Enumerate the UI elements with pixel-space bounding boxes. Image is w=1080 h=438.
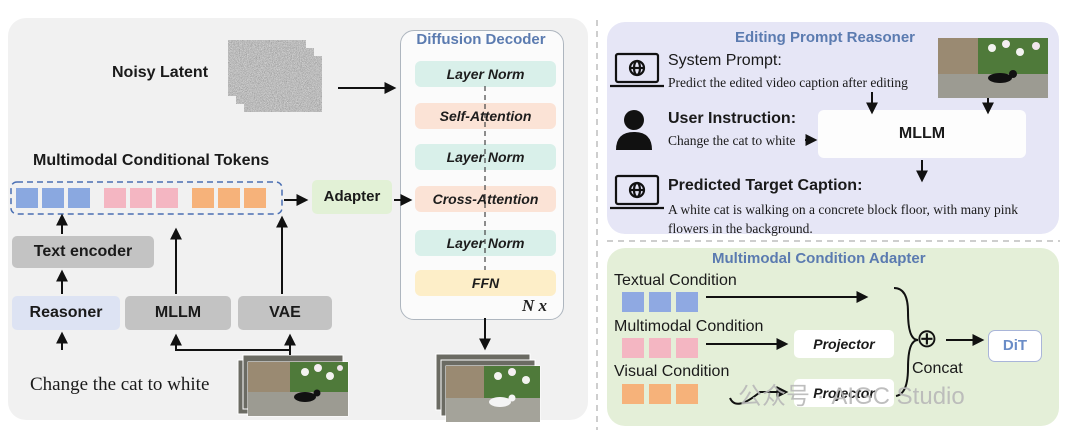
textual-condition-label: Textual Condition: [614, 272, 737, 289]
decoder-title: Diffusion Decoder: [416, 31, 546, 48]
layer-norm-1: Layer Norm: [415, 61, 556, 87]
text-token: [68, 188, 90, 208]
adapter-panel-title: Multimodal Condition Adapter: [712, 250, 926, 267]
system-prompt-label: System Prompt:: [668, 52, 782, 69]
multimodal-condition-label: Multimodal Condition: [614, 318, 764, 335]
visual-token: [676, 384, 698, 404]
concat-icon: ⊕: [916, 323, 938, 353]
multimodal-token: [676, 338, 698, 358]
projector-multimodal: Projector: [794, 330, 894, 358]
laptop-icon: [610, 174, 664, 210]
text-token: [42, 188, 64, 208]
visual-token: [244, 188, 266, 208]
watermark: 公众号 · AIGC Studio: [738, 383, 965, 410]
layer-norm-2: Layer Norm: [415, 144, 556, 170]
visual-token: [192, 188, 214, 208]
visual-token: [649, 384, 671, 404]
mllm-box: MLLM: [125, 296, 231, 330]
multimodal-token: [156, 188, 178, 208]
user-instruction-text: Change the cat to white: [668, 133, 796, 148]
dit-box: DiT: [988, 330, 1042, 362]
projector-visual: Projector: [794, 379, 894, 407]
multimodal-token: [130, 188, 152, 208]
visual-token: [622, 384, 644, 404]
vae-box: VAE: [238, 296, 332, 330]
text-encoder-box: Text encoder: [12, 236, 154, 268]
repeat-label: N x: [522, 296, 548, 315]
multimodal-token: [622, 338, 644, 358]
concat-label: Concat: [912, 360, 963, 377]
textual-token: [676, 292, 698, 312]
multimodal-token: [649, 338, 671, 358]
laptop-icon: [610, 52, 664, 88]
text-token: [16, 188, 38, 208]
multimodal-token: [104, 188, 126, 208]
system-prompt-text: Predict the edited video caption after e…: [668, 75, 908, 90]
textual-token: [622, 292, 644, 312]
noisy-latent-label: Noisy Latent: [112, 64, 209, 81]
reasoner-box: Reasoner: [12, 296, 120, 330]
predicted-caption-text: A white cat is walking on a concrete blo…: [668, 202, 1018, 236]
visual-token: [218, 188, 240, 208]
tokens-title: Multimodal Conditional Tokens: [33, 152, 270, 169]
reasoner-mllm-box: MLLM: [818, 110, 1026, 158]
predicted-caption-label: Predicted Target Caption:: [668, 177, 863, 194]
visual-condition-label: Visual Condition: [614, 363, 730, 380]
adapter-box: Adapter: [312, 180, 392, 214]
user-instruction-label: User Instruction:: [668, 110, 797, 127]
instruction-text: Change the cat to white: [30, 374, 210, 395]
reasoner-panel-title: Editing Prompt Reasoner: [735, 29, 916, 46]
textual-token: [649, 292, 671, 312]
user-icon: [616, 110, 652, 150]
ffn-layer: FFN: [415, 270, 556, 296]
